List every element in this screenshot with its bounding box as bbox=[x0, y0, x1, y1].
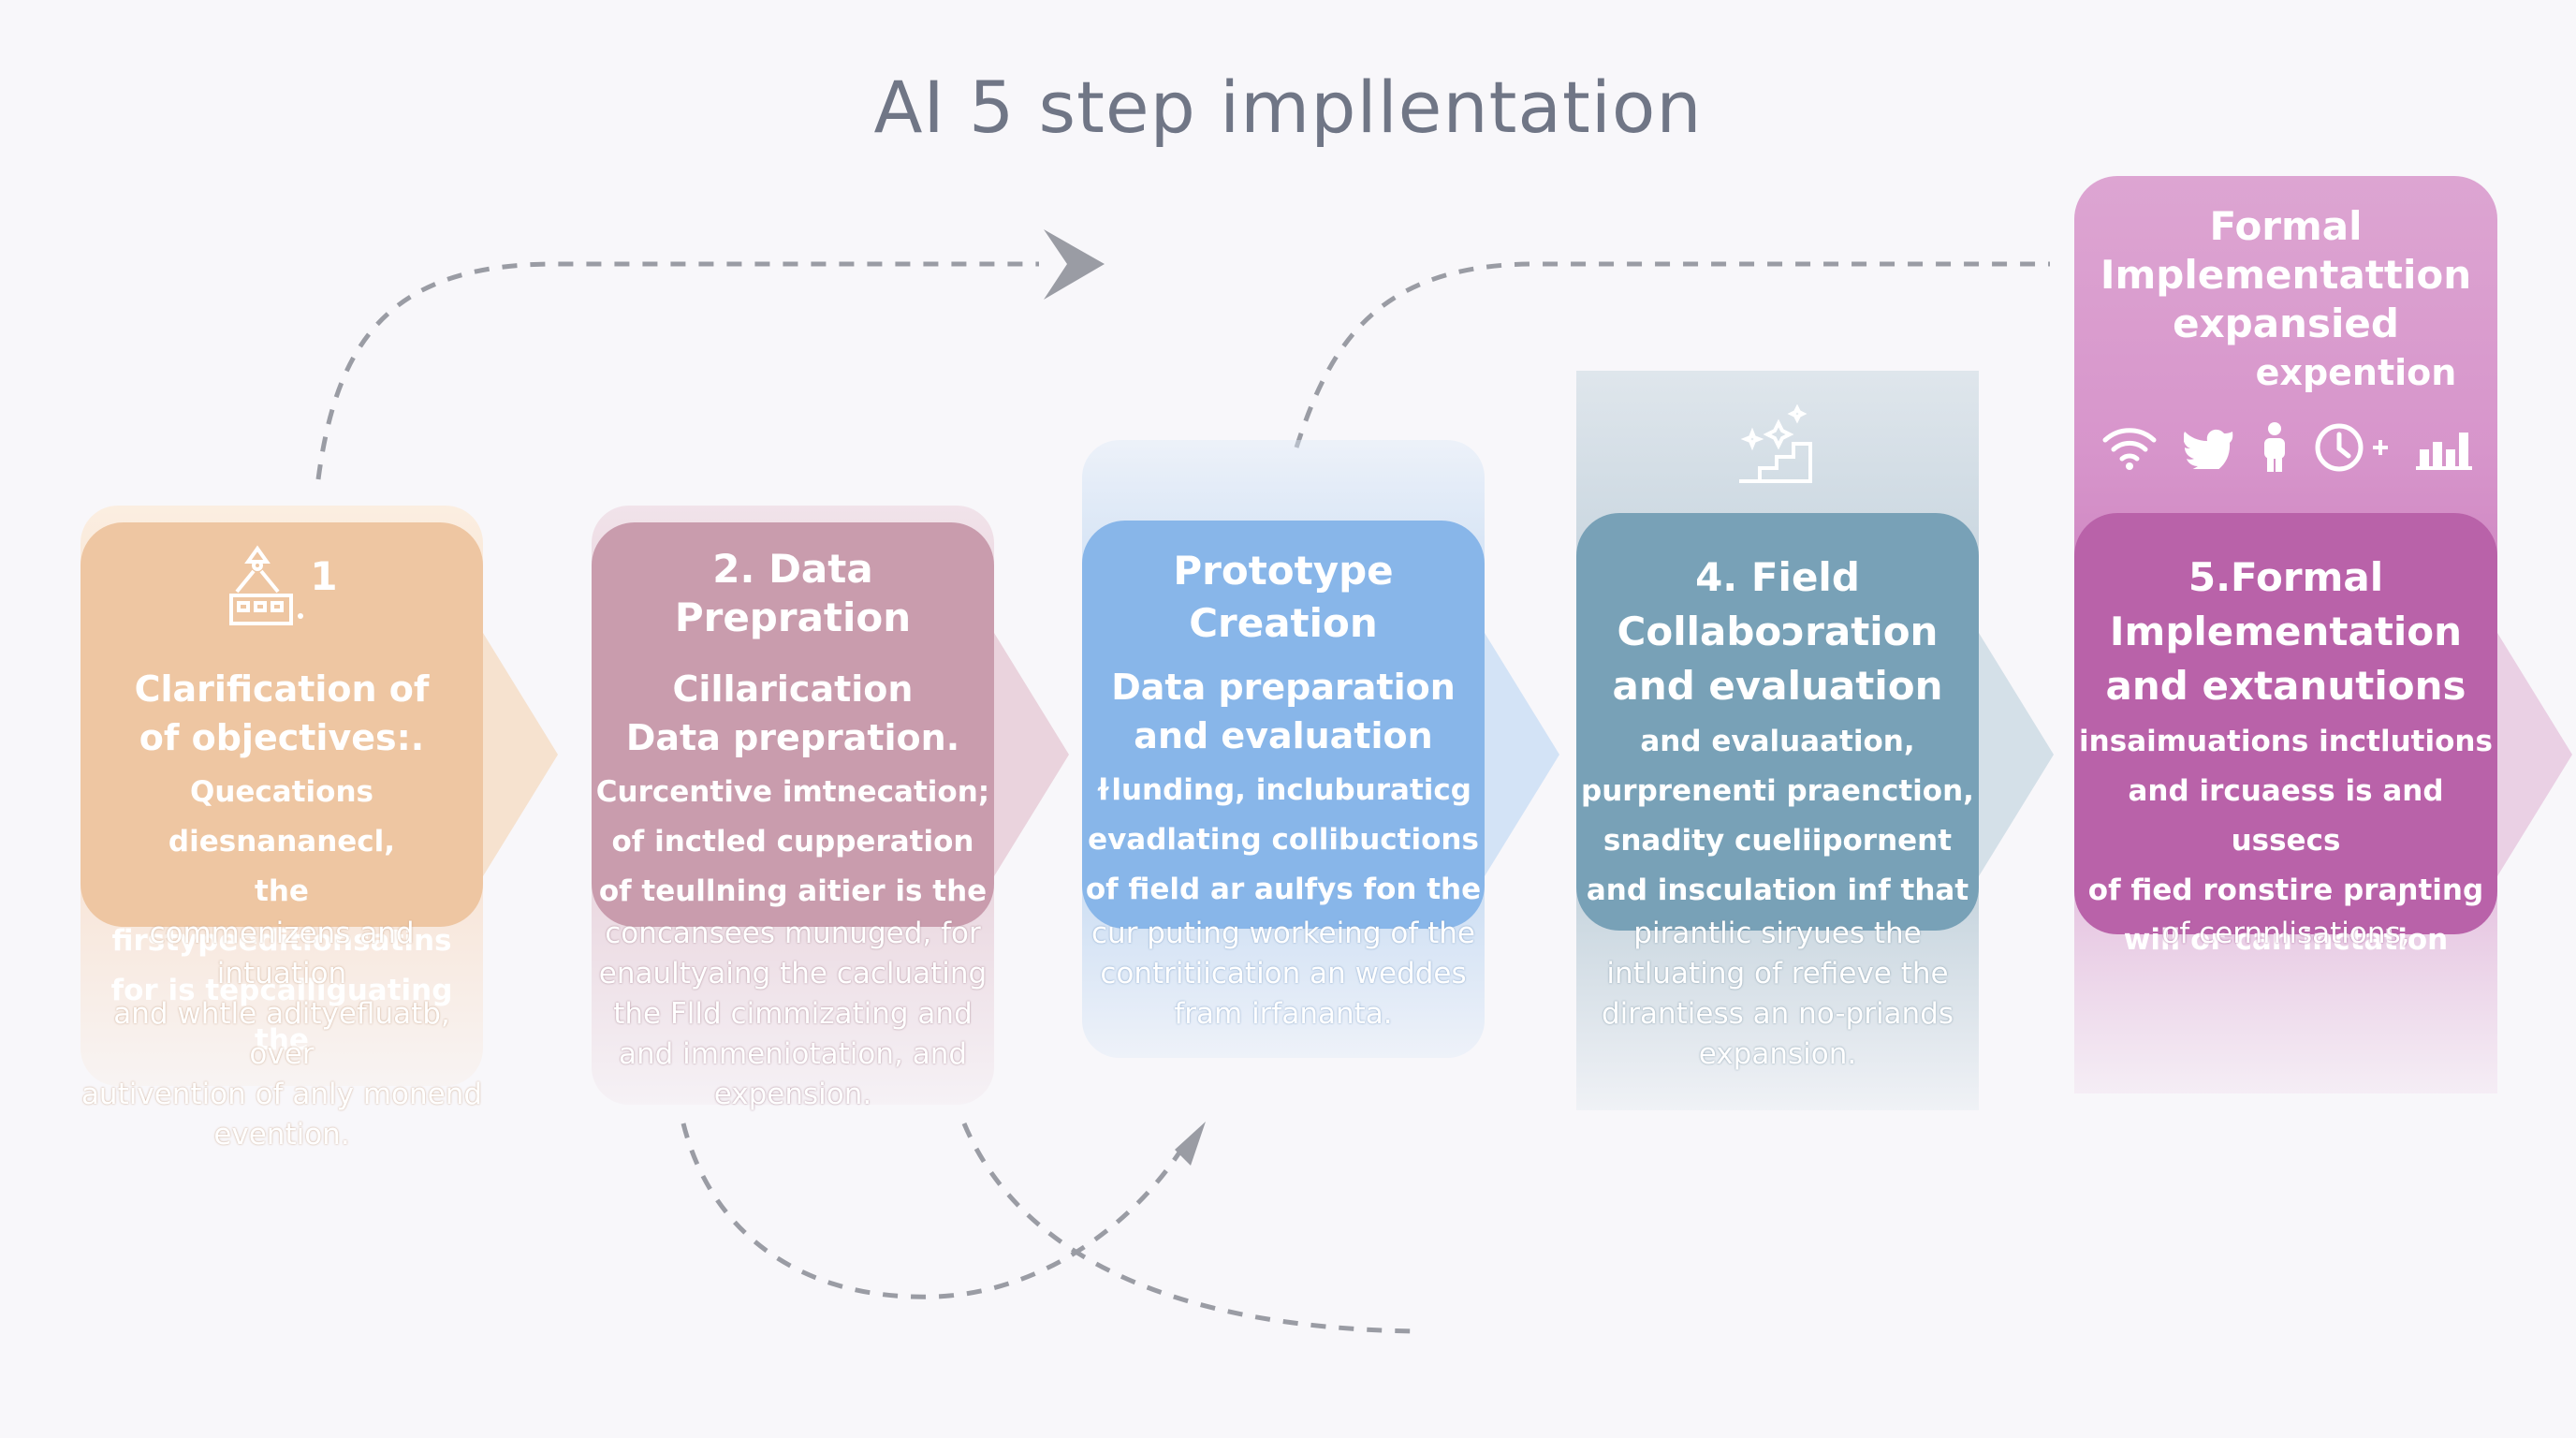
step-1-body-line-1: Quecations diesnananecl, bbox=[168, 775, 396, 858]
step-2-subheading-line-1: Cillarication bbox=[672, 668, 914, 710]
step-1-body-line-2: the firstypeeditionsatins bbox=[111, 874, 452, 958]
step-3-body-line-2: evadlating collibuctions bbox=[1088, 823, 1479, 857]
step-3-tail-line-1: cur puting workeing of the bbox=[1091, 917, 1475, 950]
step-4-body-line-2: purprenenti praenction, bbox=[1581, 774, 1974, 808]
wifi-icon bbox=[2102, 428, 2157, 470]
step-2: 2. Data Prepration Cillarication Data pr… bbox=[592, 0, 1069, 1438]
person-icon bbox=[2264, 422, 2285, 472]
step-3-subheading-line-2: and evaluation bbox=[1134, 715, 1433, 756]
step-3-heading-line-2: Creation bbox=[1189, 600, 1378, 646]
step-1-subheading-line-2: of objectives:. bbox=[139, 717, 425, 758]
step-2-body-line-2: of inctled cupperation bbox=[611, 825, 974, 858]
connector-arrowhead-top bbox=[1044, 229, 1105, 300]
connector-arrowhead-bottom bbox=[1175, 1122, 1206, 1166]
step-3-body-line-3: of field ar aulfys fon the bbox=[1085, 873, 1482, 906]
step-3-card: Prototype Creation Data preparation and … bbox=[1082, 521, 1485, 929]
step-4: 4. Field Collaboɔration and evaluation a… bbox=[1576, 0, 2054, 1438]
step-5-heading-line-1: 5.Formal bbox=[2188, 554, 2384, 600]
step-5-heading-line-3: and extanutions bbox=[2105, 663, 2466, 709]
step-1-tail-line-2: and whtle adityefluatb, over bbox=[113, 997, 450, 1071]
step-4-body-line-1: and evaluaation, bbox=[1640, 725, 1915, 758]
bar-chart-icon bbox=[2416, 433, 2472, 470]
step-5-banner-line-1: Formal bbox=[2209, 203, 2363, 249]
step-1-tail-line-4: evention. bbox=[213, 1118, 350, 1152]
step-5-banner-line-2: Implementattion bbox=[2100, 252, 2472, 298]
step-3: Prototype Creation Data preparation and … bbox=[1082, 0, 1559, 1438]
step-5-body-line-1: insaimuations inctlutions bbox=[2079, 725, 2493, 758]
step-2-tail-line-5: expension. bbox=[713, 1078, 872, 1111]
step-3-arrow bbox=[1485, 633, 1559, 876]
step-4-heading-line-3: and evaluation bbox=[1612, 663, 1943, 709]
step-1-number: 1 bbox=[310, 553, 338, 599]
step-3-subheading-line-1: Data preparation bbox=[1111, 667, 1456, 708]
bird-icon bbox=[2184, 429, 2233, 469]
step-2-arrow bbox=[994, 633, 1069, 876]
step-1-card: 1 Clarification of of objectives:. Queca… bbox=[80, 522, 483, 1057]
step-5-body-line-2: and ircuaess is and ussecs bbox=[2128, 774, 2444, 858]
step-5-body-line-3: of fied ronstire praɲting bbox=[2087, 873, 2484, 907]
step-5-banner-line-3: expansied bbox=[2173, 301, 2399, 346]
step-4-arrow bbox=[1979, 633, 2054, 876]
connector-top-left bbox=[315, 261, 1039, 480]
step-5-arrow bbox=[2497, 633, 2572, 876]
step-4-card: 4. Field Collaboɔration and evaluation a… bbox=[1576, 513, 1979, 931]
step-3-body-line-1: ɫlunding, incluburaticg bbox=[1095, 773, 1471, 807]
step-1-tail-line-1: commenizens and intuation bbox=[149, 917, 415, 990]
step-4-heading-line-2: Collaboɔration bbox=[1617, 609, 1939, 654]
connector-bottom-right bbox=[961, 1123, 1424, 1334]
step-2-tail-line-1: concansees munuged, for bbox=[605, 917, 981, 950]
step-4-tail-line-4: expansion. bbox=[1698, 1037, 1857, 1071]
step-2-tail-line-4: and immeniotation, and bbox=[618, 1037, 968, 1071]
step-5-heading-line-2: Implementation bbox=[2109, 609, 2463, 654]
step-1-body-line-3: for is tepcalliguating the bbox=[110, 974, 453, 1057]
step-4-body-line-3: snadity cueliipornent bbox=[1603, 824, 1953, 858]
step-2-heading-line-2: Prepration bbox=[674, 594, 912, 640]
step-2-body-line-1: Curcentive imtnecation; bbox=[595, 775, 990, 809]
step-3-heading-line-1: Prototype bbox=[1173, 548, 1394, 594]
step-2-tail-line-2: enaultyaing the cacluating bbox=[598, 957, 988, 990]
step-4-tail-line-3: dirantiess an no-priands bbox=[1601, 997, 1954, 1031]
step-3-tail-line-3: fram irfananta. bbox=[1174, 997, 1393, 1031]
step-2-heading-line-1: 2. Data bbox=[712, 546, 873, 592]
step-4-heading-line-1: 4. Field bbox=[1695, 554, 1860, 600]
step-5-icon-row bbox=[2074, 421, 2497, 474]
connector-top-right bbox=[1294, 261, 2050, 448]
clock-icon bbox=[2315, 423, 2388, 472]
step-4-tail-line-2: intluating of refieve the bbox=[1606, 957, 1949, 990]
building-icon bbox=[229, 545, 304, 625]
step-5: Formal Implementattion expansied expenti… bbox=[2074, 0, 2572, 1438]
step-2-body-line-3: of teullning aitier is the bbox=[598, 874, 988, 908]
step-2-subheading-line-2: Data prepration. bbox=[625, 717, 960, 758]
step-4-body-line-4: and insculation inf that bbox=[1586, 873, 1969, 907]
diagram-title: AI 5 step impllentation bbox=[873, 66, 1703, 149]
step-1-arrow bbox=[483, 633, 558, 876]
step-1: 1 Clarification of of objectives:. Queca… bbox=[80, 0, 558, 1438]
step-3-tail-line-2: contritiication an weddes bbox=[1100, 957, 1467, 990]
step-2-tail-line-3: the Flld cimmizating and bbox=[613, 997, 973, 1031]
step-1-subheading-line-1: Clarification of bbox=[134, 668, 430, 710]
step-5-banner: Formal Implementattion expansied expenti… bbox=[2074, 202, 2497, 474]
step-5-body-line-4: will or can inctation bbox=[2123, 923, 2449, 957]
step-4-tail-line-1: pirantlic siryues the bbox=[1633, 917, 1922, 950]
sparkle-stairs-icon bbox=[1739, 404, 1812, 483]
step-5-banner-line-4: expention bbox=[2255, 352, 2457, 393]
plus-icon bbox=[2373, 440, 2388, 455]
step-1-tail-line-3: autivention of anly monend bbox=[80, 1078, 483, 1111]
step-5-tail-line-1: of cernnlisations, bbox=[2161, 917, 2410, 950]
step-2-card: 2. Data Prepration Cillarication Data pr… bbox=[592, 522, 994, 927]
step-5-card: 5.Formal Implementation and extanutions … bbox=[2074, 513, 2497, 957]
